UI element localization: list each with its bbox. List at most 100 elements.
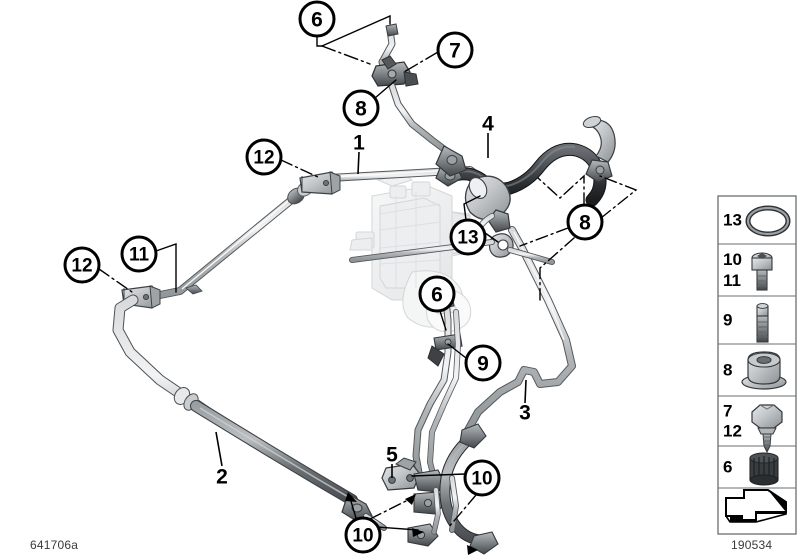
callout-label: 7 xyxy=(449,40,461,63)
hose-4-end-elbow xyxy=(582,115,616,183)
stem-1 xyxy=(357,151,360,175)
arrowhead-bottom xyxy=(467,545,478,555)
leader-6-top-dashdot xyxy=(321,45,371,65)
legend-number-8: 8 xyxy=(723,361,732,380)
callout-bubble-ring xyxy=(245,138,283,176)
oring-icon xyxy=(745,205,791,237)
leader-11 xyxy=(155,243,177,293)
callout-11-c11[interactable]: 11 xyxy=(120,235,158,273)
part-number-label-4: 4 xyxy=(482,113,494,136)
callout-label: 10 xyxy=(352,526,373,547)
stem-2 xyxy=(215,431,223,467)
callout-bubble-ring xyxy=(566,203,604,241)
leader-8-right-branch xyxy=(599,175,638,219)
part-number-label-1: 1 xyxy=(353,132,365,155)
callout-label: 6 xyxy=(431,284,443,307)
leader-8-right-down xyxy=(539,237,575,301)
part-number-label-2: 2 xyxy=(216,466,228,489)
legend-number-10: 10 xyxy=(723,250,742,269)
callout-13-c13-mid[interactable]: 13 xyxy=(449,218,487,256)
legend-panel: 13 10 11 9 8 712 6 xyxy=(717,195,797,535)
callout-label: 8 xyxy=(355,98,367,121)
leader-8-top xyxy=(374,79,397,99)
leader-9-mid xyxy=(447,343,467,359)
upper-hose-connector xyxy=(435,145,467,177)
leader-12-upper xyxy=(280,159,321,179)
leader-13-mid xyxy=(463,195,481,221)
leader-arrowheads xyxy=(345,492,478,555)
bracket-clamp-12-upper xyxy=(299,171,341,195)
hex-screw-icon xyxy=(751,404,783,454)
direction-arrow-icon xyxy=(725,489,787,523)
pipe-2-return-hose-left xyxy=(112,294,358,506)
leader-10-bottom-b xyxy=(376,526,419,531)
legend-number-7: 7 xyxy=(723,402,732,421)
leader-6-mid xyxy=(439,310,447,331)
leader-7-top xyxy=(403,51,439,73)
callout-8-c8-top[interactable]: 8 xyxy=(342,89,380,127)
socket-bolt-icon xyxy=(751,252,773,291)
hose-bottom-end-fitting xyxy=(469,531,499,555)
leader-6-top-bracket xyxy=(321,14,391,47)
legend-number-11: 11 xyxy=(723,271,741,290)
callout-bubble-ring xyxy=(120,235,158,273)
leader-10-right-lower xyxy=(447,494,477,529)
clamp-body-7-8 xyxy=(371,55,419,87)
callout-6-c6-mid[interactable]: 6 xyxy=(418,275,456,313)
callout-label: 13 xyxy=(457,228,478,249)
callout-12-c12-upper[interactable]: 12 xyxy=(245,138,283,176)
callout-10-c10-right[interactable]: 10 xyxy=(463,459,501,497)
arrowhead-right xyxy=(412,528,424,537)
hose-bottom-fitting xyxy=(459,423,487,449)
pipe-vertical-secondary xyxy=(427,309,461,489)
part-number-label-3: 3 xyxy=(519,402,531,425)
callout-6-c6-top[interactable]: 6 xyxy=(298,0,336,38)
callout-label: 6 xyxy=(311,9,323,32)
reference-number-left: 641706a xyxy=(30,538,79,552)
callout-bubble-ring xyxy=(449,218,487,256)
callout-7-c7-top[interactable]: 7 xyxy=(436,31,474,69)
pipe-3-right-return-line xyxy=(464,226,576,434)
callout-bubble-ring xyxy=(418,275,456,313)
callout-9-c9-mid[interactable]: 9 xyxy=(464,344,502,382)
legend-number-13: 13 xyxy=(723,211,742,230)
stem-3 xyxy=(524,379,527,404)
callout-bubble-ring xyxy=(344,516,382,554)
callout-bubble-ring xyxy=(464,344,502,382)
legend-number-6: 6 xyxy=(723,458,732,477)
grommet-icon xyxy=(749,452,779,486)
callout-label: 8 xyxy=(579,212,591,235)
top-clamp-assembly xyxy=(371,23,467,177)
pipe-11-cross-member-line xyxy=(136,181,322,303)
leader-8-right-lower xyxy=(519,227,569,247)
callout-bubble-ring xyxy=(436,31,474,69)
callout-8-c8-right[interactable]: 8 xyxy=(566,203,604,241)
hose-bottom-right-loop xyxy=(439,423,499,555)
leader-12-left xyxy=(98,268,133,293)
reservoir-bulb-fitting-13 xyxy=(464,175,511,241)
callout-bubble-ring xyxy=(63,246,101,284)
leader-8-right-upper xyxy=(537,174,585,206)
long-bolt-icon xyxy=(756,303,769,343)
callout-bubble-ring xyxy=(463,459,501,497)
callout-bubble-ring xyxy=(342,89,380,127)
ghosted-engine-detail-lines xyxy=(379,192,441,288)
callout-label: 9 xyxy=(477,353,489,376)
legend-number-12: 12 xyxy=(723,422,742,441)
callout-label: 12 xyxy=(71,256,92,277)
callout-12-c12-left[interactable]: 12 xyxy=(63,246,101,284)
arrowhead-upright xyxy=(405,494,416,505)
callout-label: 11 xyxy=(129,245,150,266)
plain-label-stems xyxy=(215,133,527,478)
legend-number-9: 9 xyxy=(723,311,732,330)
flange-nut-icon xyxy=(741,351,787,390)
callout-10-c10-bottom[interactable]: 10 xyxy=(344,516,382,554)
legend-numbers: 13 10 11 9 8 712 6 xyxy=(723,211,742,477)
pipe-bottom-right-short xyxy=(431,475,460,535)
leader-6-top-stub xyxy=(316,35,323,47)
plain-number-labels: 1 4 2 3 5 xyxy=(216,113,531,489)
part-number-label-5: 5 xyxy=(386,444,398,467)
leader-10-right xyxy=(411,473,466,477)
